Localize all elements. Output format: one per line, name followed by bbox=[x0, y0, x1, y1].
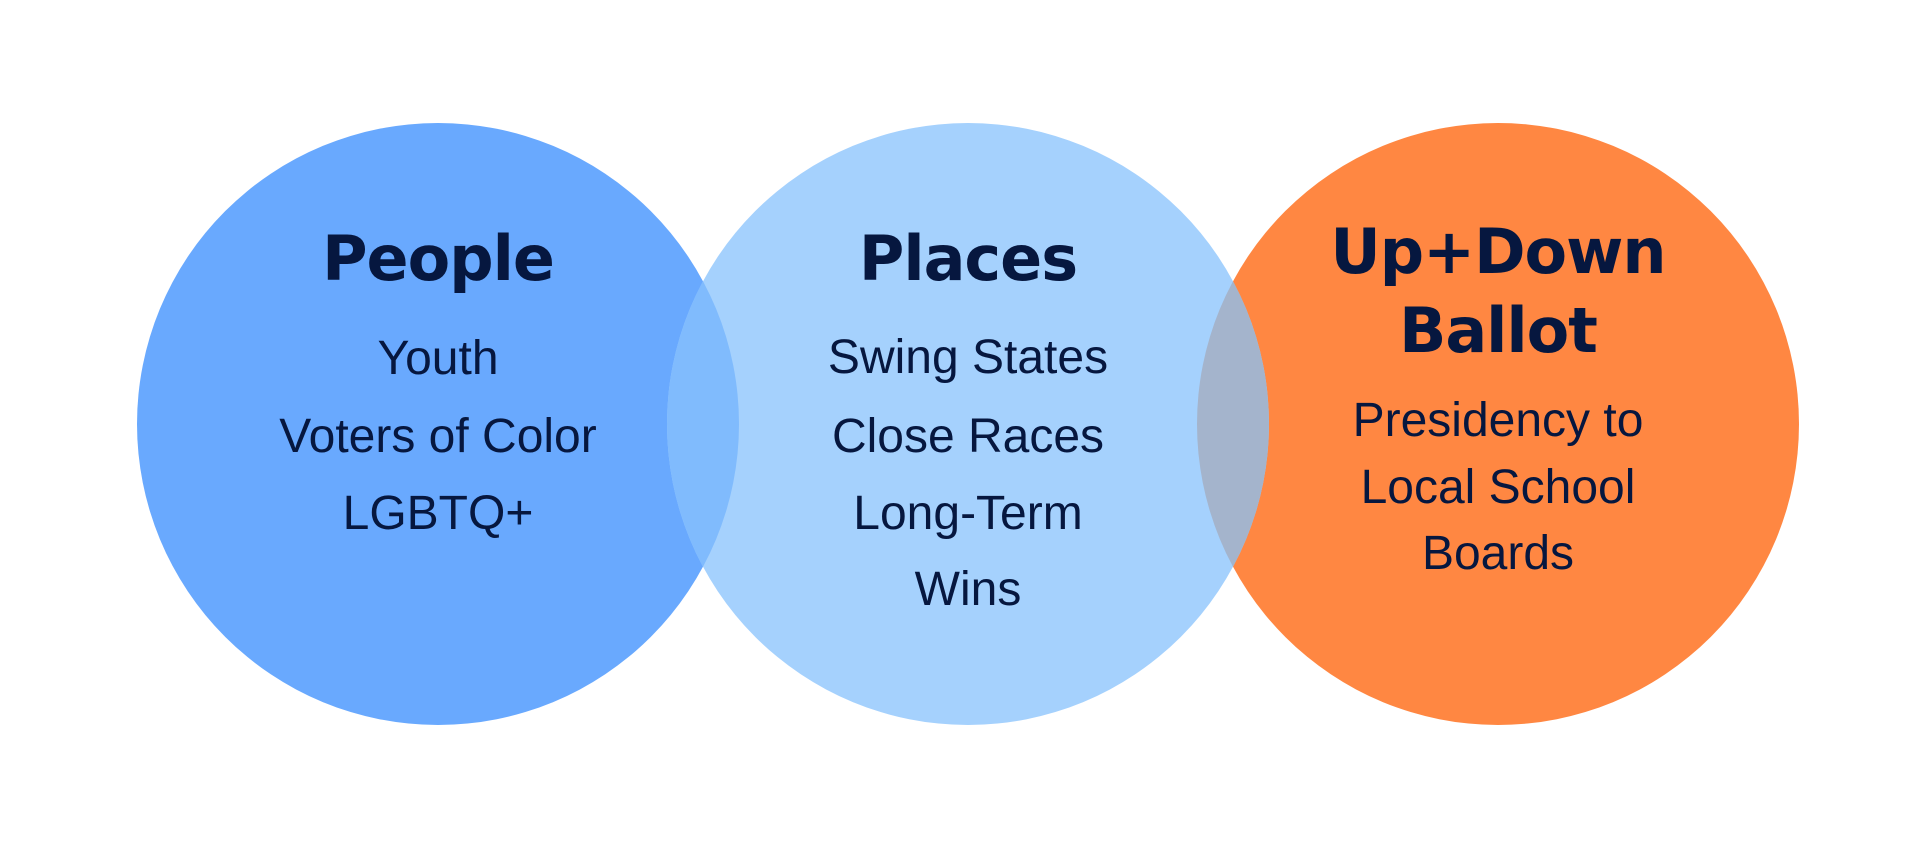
people-item: Voters of Color bbox=[279, 410, 597, 463]
ballot-item: Presidency to bbox=[1353, 394, 1644, 447]
people-item: Youth bbox=[377, 332, 498, 385]
places-item: Close Races bbox=[832, 410, 1104, 463]
ballot-title: Ballot bbox=[1399, 294, 1597, 367]
people-item: LGBTQ+ bbox=[343, 487, 534, 540]
places-item: Swing States bbox=[828, 331, 1108, 384]
people-title: People bbox=[322, 222, 554, 295]
ballot-item: Local School bbox=[1361, 461, 1636, 514]
places-item: Wins bbox=[915, 563, 1022, 616]
places-circle bbox=[667, 123, 1269, 725]
ballot-item: Boards bbox=[1422, 527, 1574, 580]
ballot-title: Up+Down bbox=[1330, 215, 1665, 288]
ballot-circle bbox=[1197, 123, 1799, 725]
places-title: Places bbox=[859, 222, 1077, 295]
people-circle bbox=[137, 123, 739, 725]
places-item: Long-Term bbox=[853, 487, 1082, 540]
